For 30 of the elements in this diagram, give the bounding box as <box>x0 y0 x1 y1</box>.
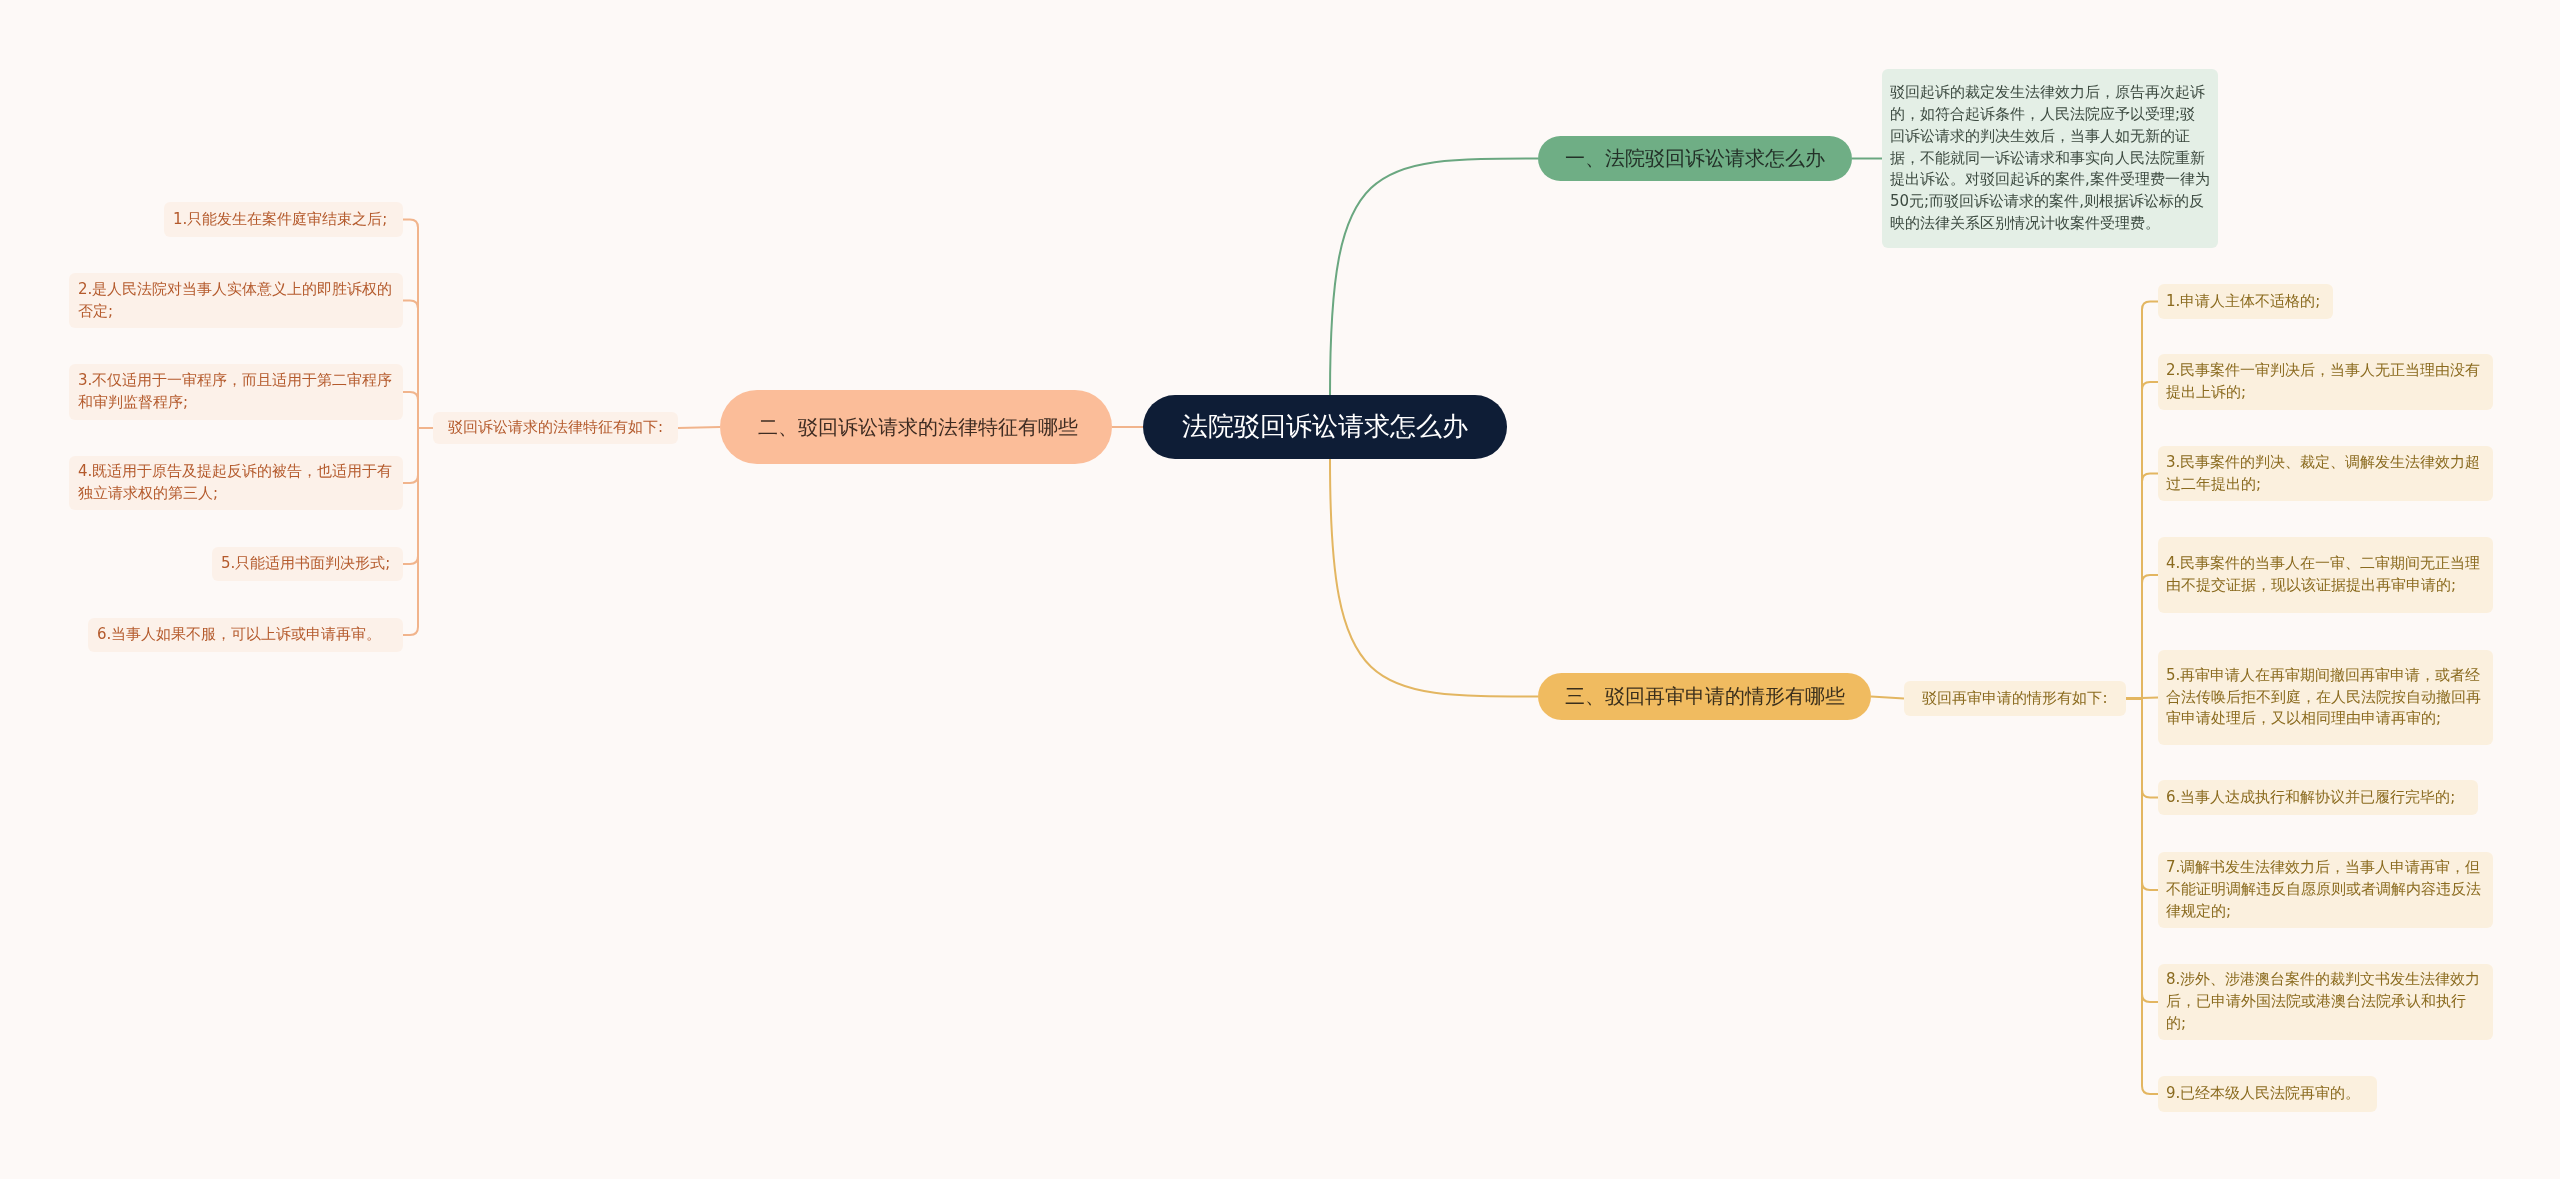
item-box: 6.当事人达成执行和解协议并已履行完毕的; <box>2158 780 2478 815</box>
connector-line <box>1870 695 1905 700</box>
item-box: 8.涉外、涉港澳台案件的裁判文书发生法律效力后，已申请外国法院或港澳台法院承认和执行的; <box>2158 964 2493 1040</box>
item-box: 4.既适用于原告及提起反诉的被告，也适用于有独立请求权的第三人; <box>69 456 403 510</box>
note-box: 驳回起诉的裁定发生法律效力后，原告再次起诉的，如符合起诉条件，人民法院应予以受理;驳回诉讼请求的判决生效后，当事人如无新的证据，不能就同一诉讼请求和事实向人民法院重新提出诉讼。对驳回起诉的案件,案件受理费一律为50元;而驳回诉讼请求的案件,则根据诉讼标的反映的法律关系区别情况计收案件受理费。 <box>1882 69 2218 248</box>
topic-pill: 二、驳回诉讼请求的法律特征有哪些 <box>720 390 1112 464</box>
item-box: 3.民事案件的判决、裁定、调解发生法律效力超过二年提出的; <box>2158 446 2493 501</box>
topic-pill: 三、驳回再审申请的情形有哪些 <box>1538 673 1871 720</box>
connector-line <box>1329 157 1539 396</box>
item-box: 2.民事案件一审判决后，当事人无正当理由没有提出上诉的; <box>2158 354 2493 410</box>
item-box: 6.当事人如果不服，可以上诉或申请再审。 <box>88 618 403 652</box>
item-box: 2.是人民法院对当事人实体意义上的即胜诉权的否定; <box>69 273 403 328</box>
connector-line <box>2125 696 2159 700</box>
connector-line <box>402 427 434 636</box>
item-box: 1.只能发生在案件庭审结束之后; <box>164 202 403 237</box>
item-box: 9.已经本级人民法院再审的。 <box>2158 1076 2377 1112</box>
subtopic-label: 驳回诉讼请求的法律特征有如下: <box>433 412 678 444</box>
connector-line <box>1851 157 1883 160</box>
item-box: 5.只能适用书面判决形式; <box>212 547 403 581</box>
item-box: 1.申请人主体不适格的; <box>2158 284 2333 319</box>
subtopic-label: 驳回再审申请的情形有如下: <box>1904 681 2126 716</box>
connector-line <box>1329 458 1539 698</box>
central-topic: 法院驳回诉讼请求怎么办 <box>1143 395 1507 459</box>
item-box: 4.民事案件的当事人在一审、二审期间无正当理由不提交证据，现以该证据提出再审申请的; <box>2158 537 2493 613</box>
connector-line <box>1111 426 1144 428</box>
item-box: 3.不仅适用于一审程序，而且适用于第二审程序和审判监督程序; <box>69 364 403 420</box>
item-box: 7.调解书发生法律效力后，当事人申请再审，但不能证明调解违反自愿原则或者调解内容违反法律规定的; <box>2158 852 2493 928</box>
connector-line <box>677 426 721 429</box>
item-box: 5.再审申请人在再审期间撤回再审申请，或者经合法传唤后拒不到庭，在人民法院按自动撤回再审申请处理后，又以相同理由申请再审的; <box>2158 650 2493 745</box>
topic-pill: 一、法院驳回诉讼请求怎么办 <box>1538 136 1852 181</box>
